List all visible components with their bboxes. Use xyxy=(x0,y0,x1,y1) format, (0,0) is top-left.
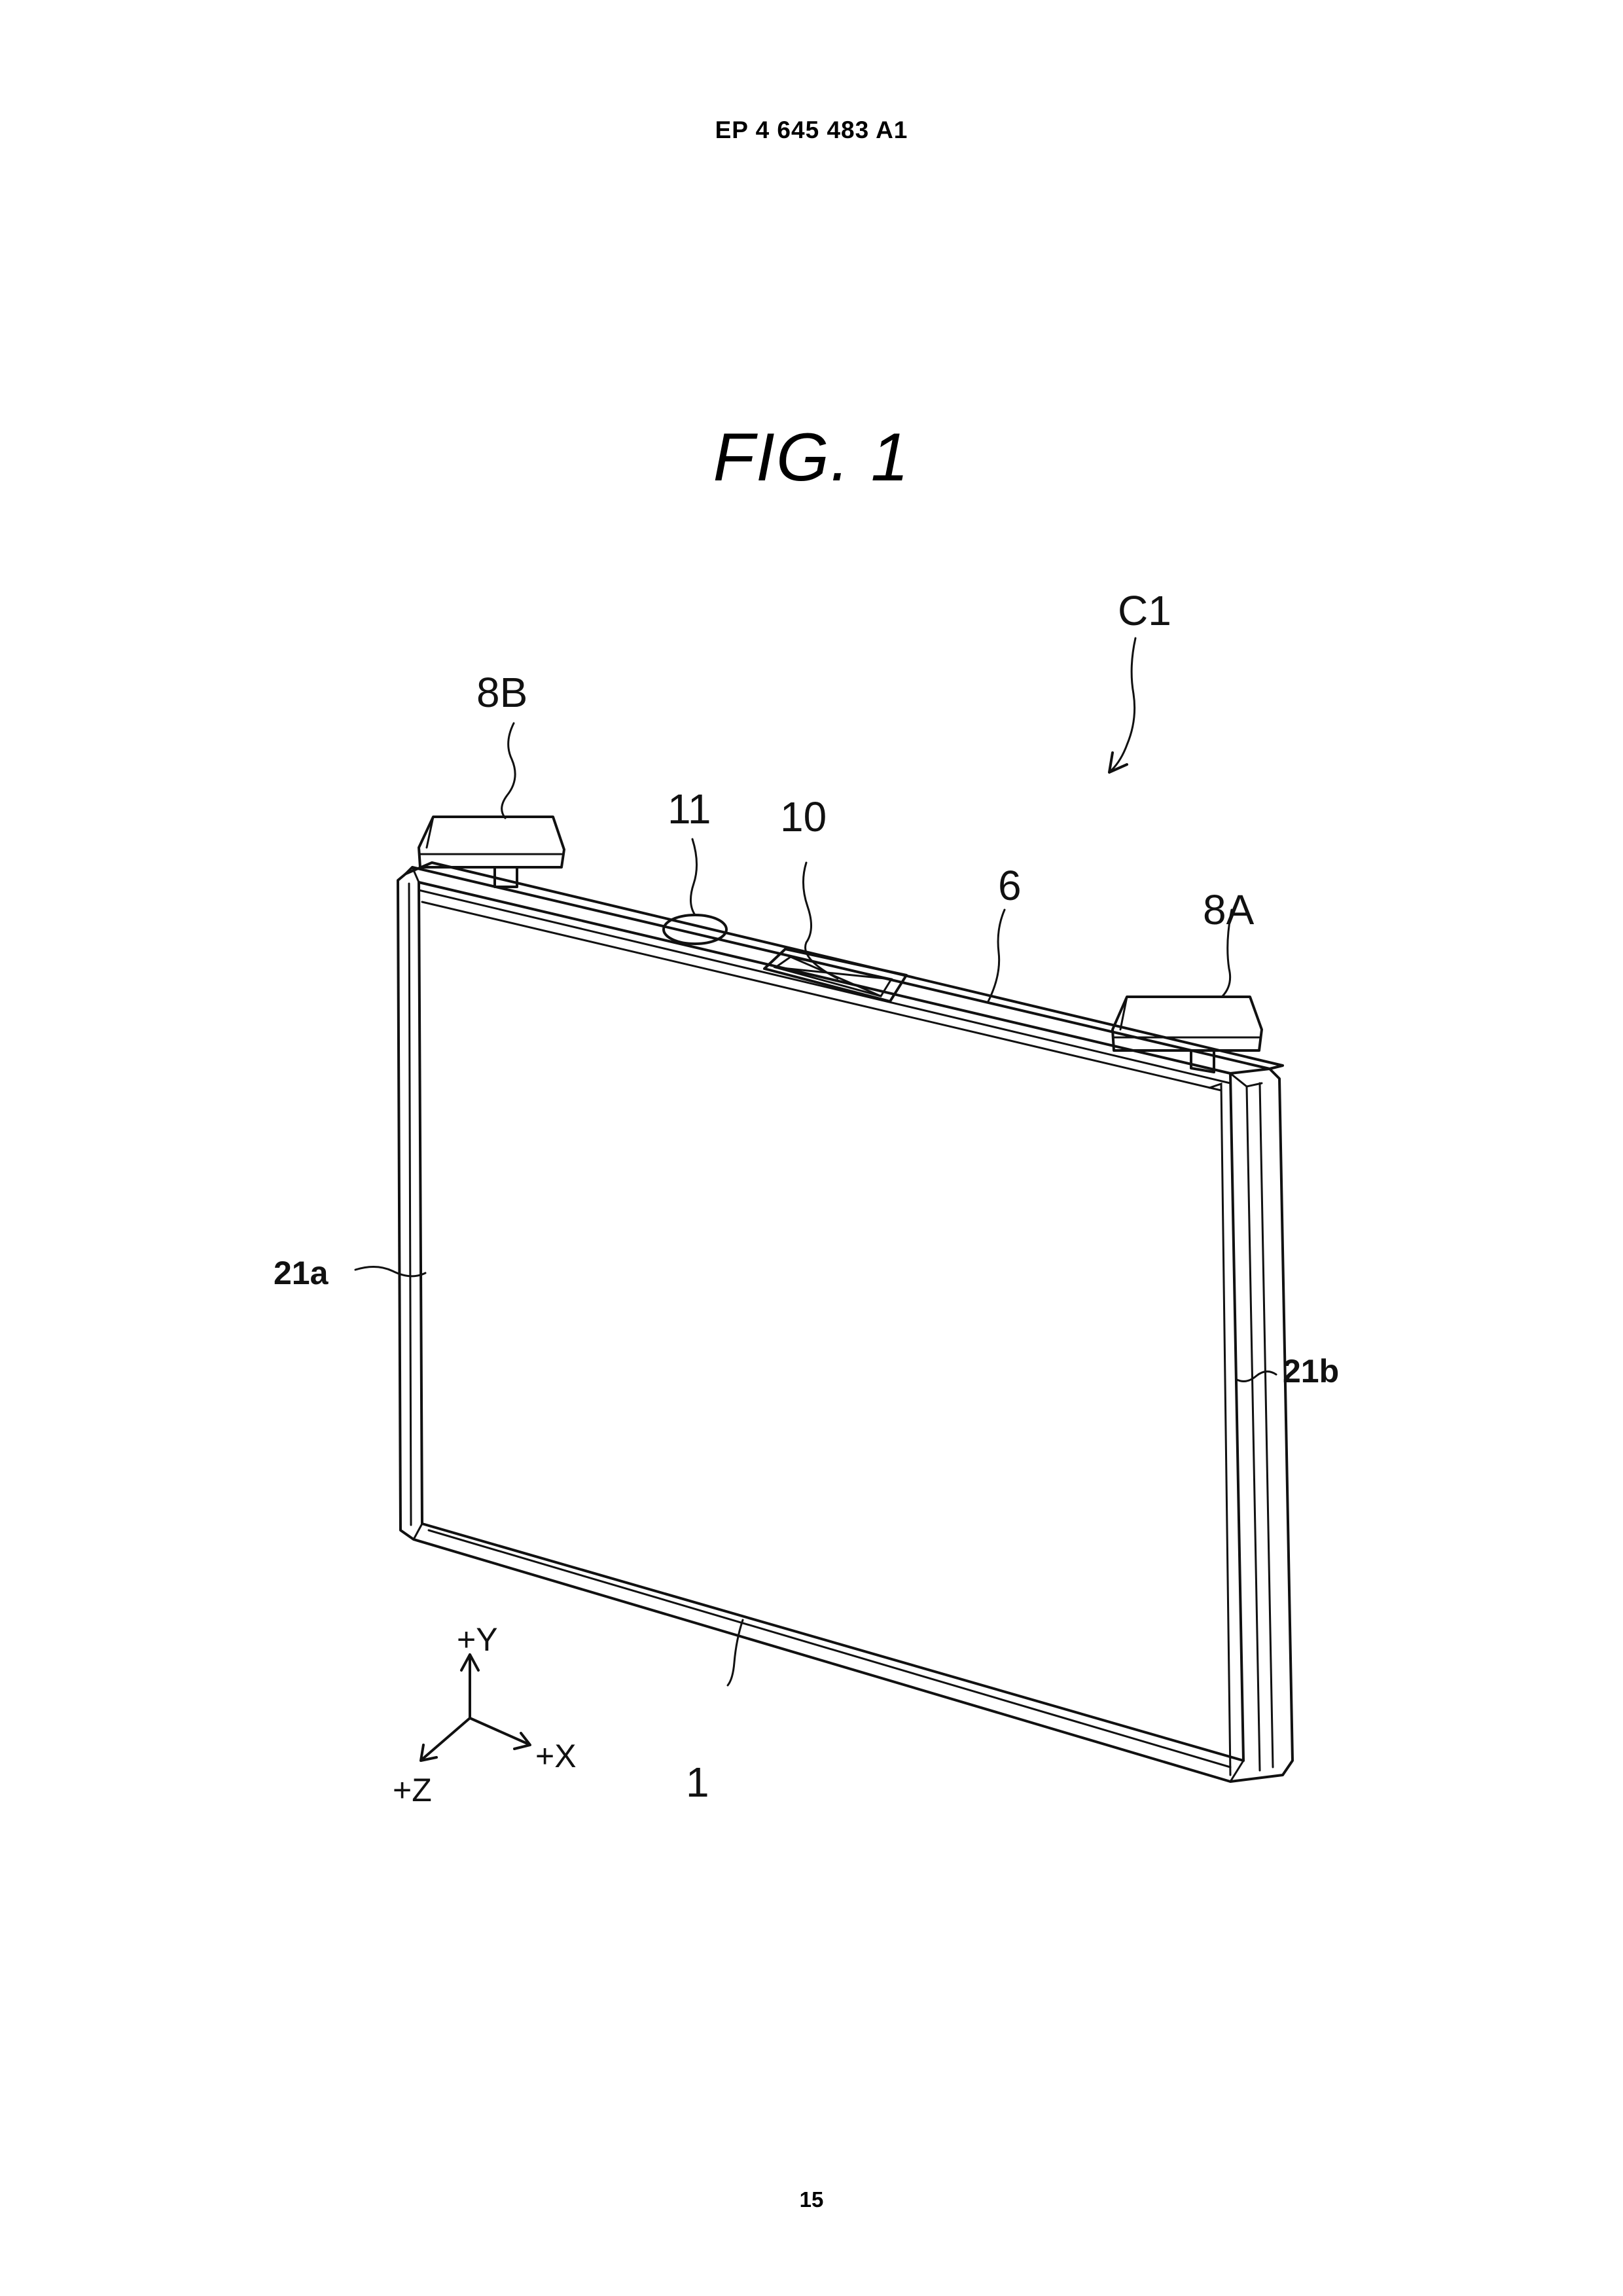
label-c1: C1 xyxy=(1118,587,1171,634)
label-8a: 8A xyxy=(1203,886,1255,933)
label-21a: 21a xyxy=(274,1255,329,1291)
coordinate-axes xyxy=(421,1655,530,1761)
label-8b: 8B xyxy=(476,669,527,716)
label-1: 1 xyxy=(686,1759,709,1806)
battery-case-body xyxy=(398,867,1293,1782)
page-number: 15 xyxy=(0,2187,1623,2212)
label-6: 6 xyxy=(998,862,1022,909)
axis-label-x: +X xyxy=(535,1738,577,1774)
label-21b: 21b xyxy=(1283,1353,1339,1390)
axis-label-z: +Z xyxy=(393,1772,432,1808)
label-11: 11 xyxy=(668,785,711,833)
axis-label-y: +Y xyxy=(457,1621,498,1658)
label-10: 10 xyxy=(780,793,827,840)
valve-10 xyxy=(764,949,906,1001)
